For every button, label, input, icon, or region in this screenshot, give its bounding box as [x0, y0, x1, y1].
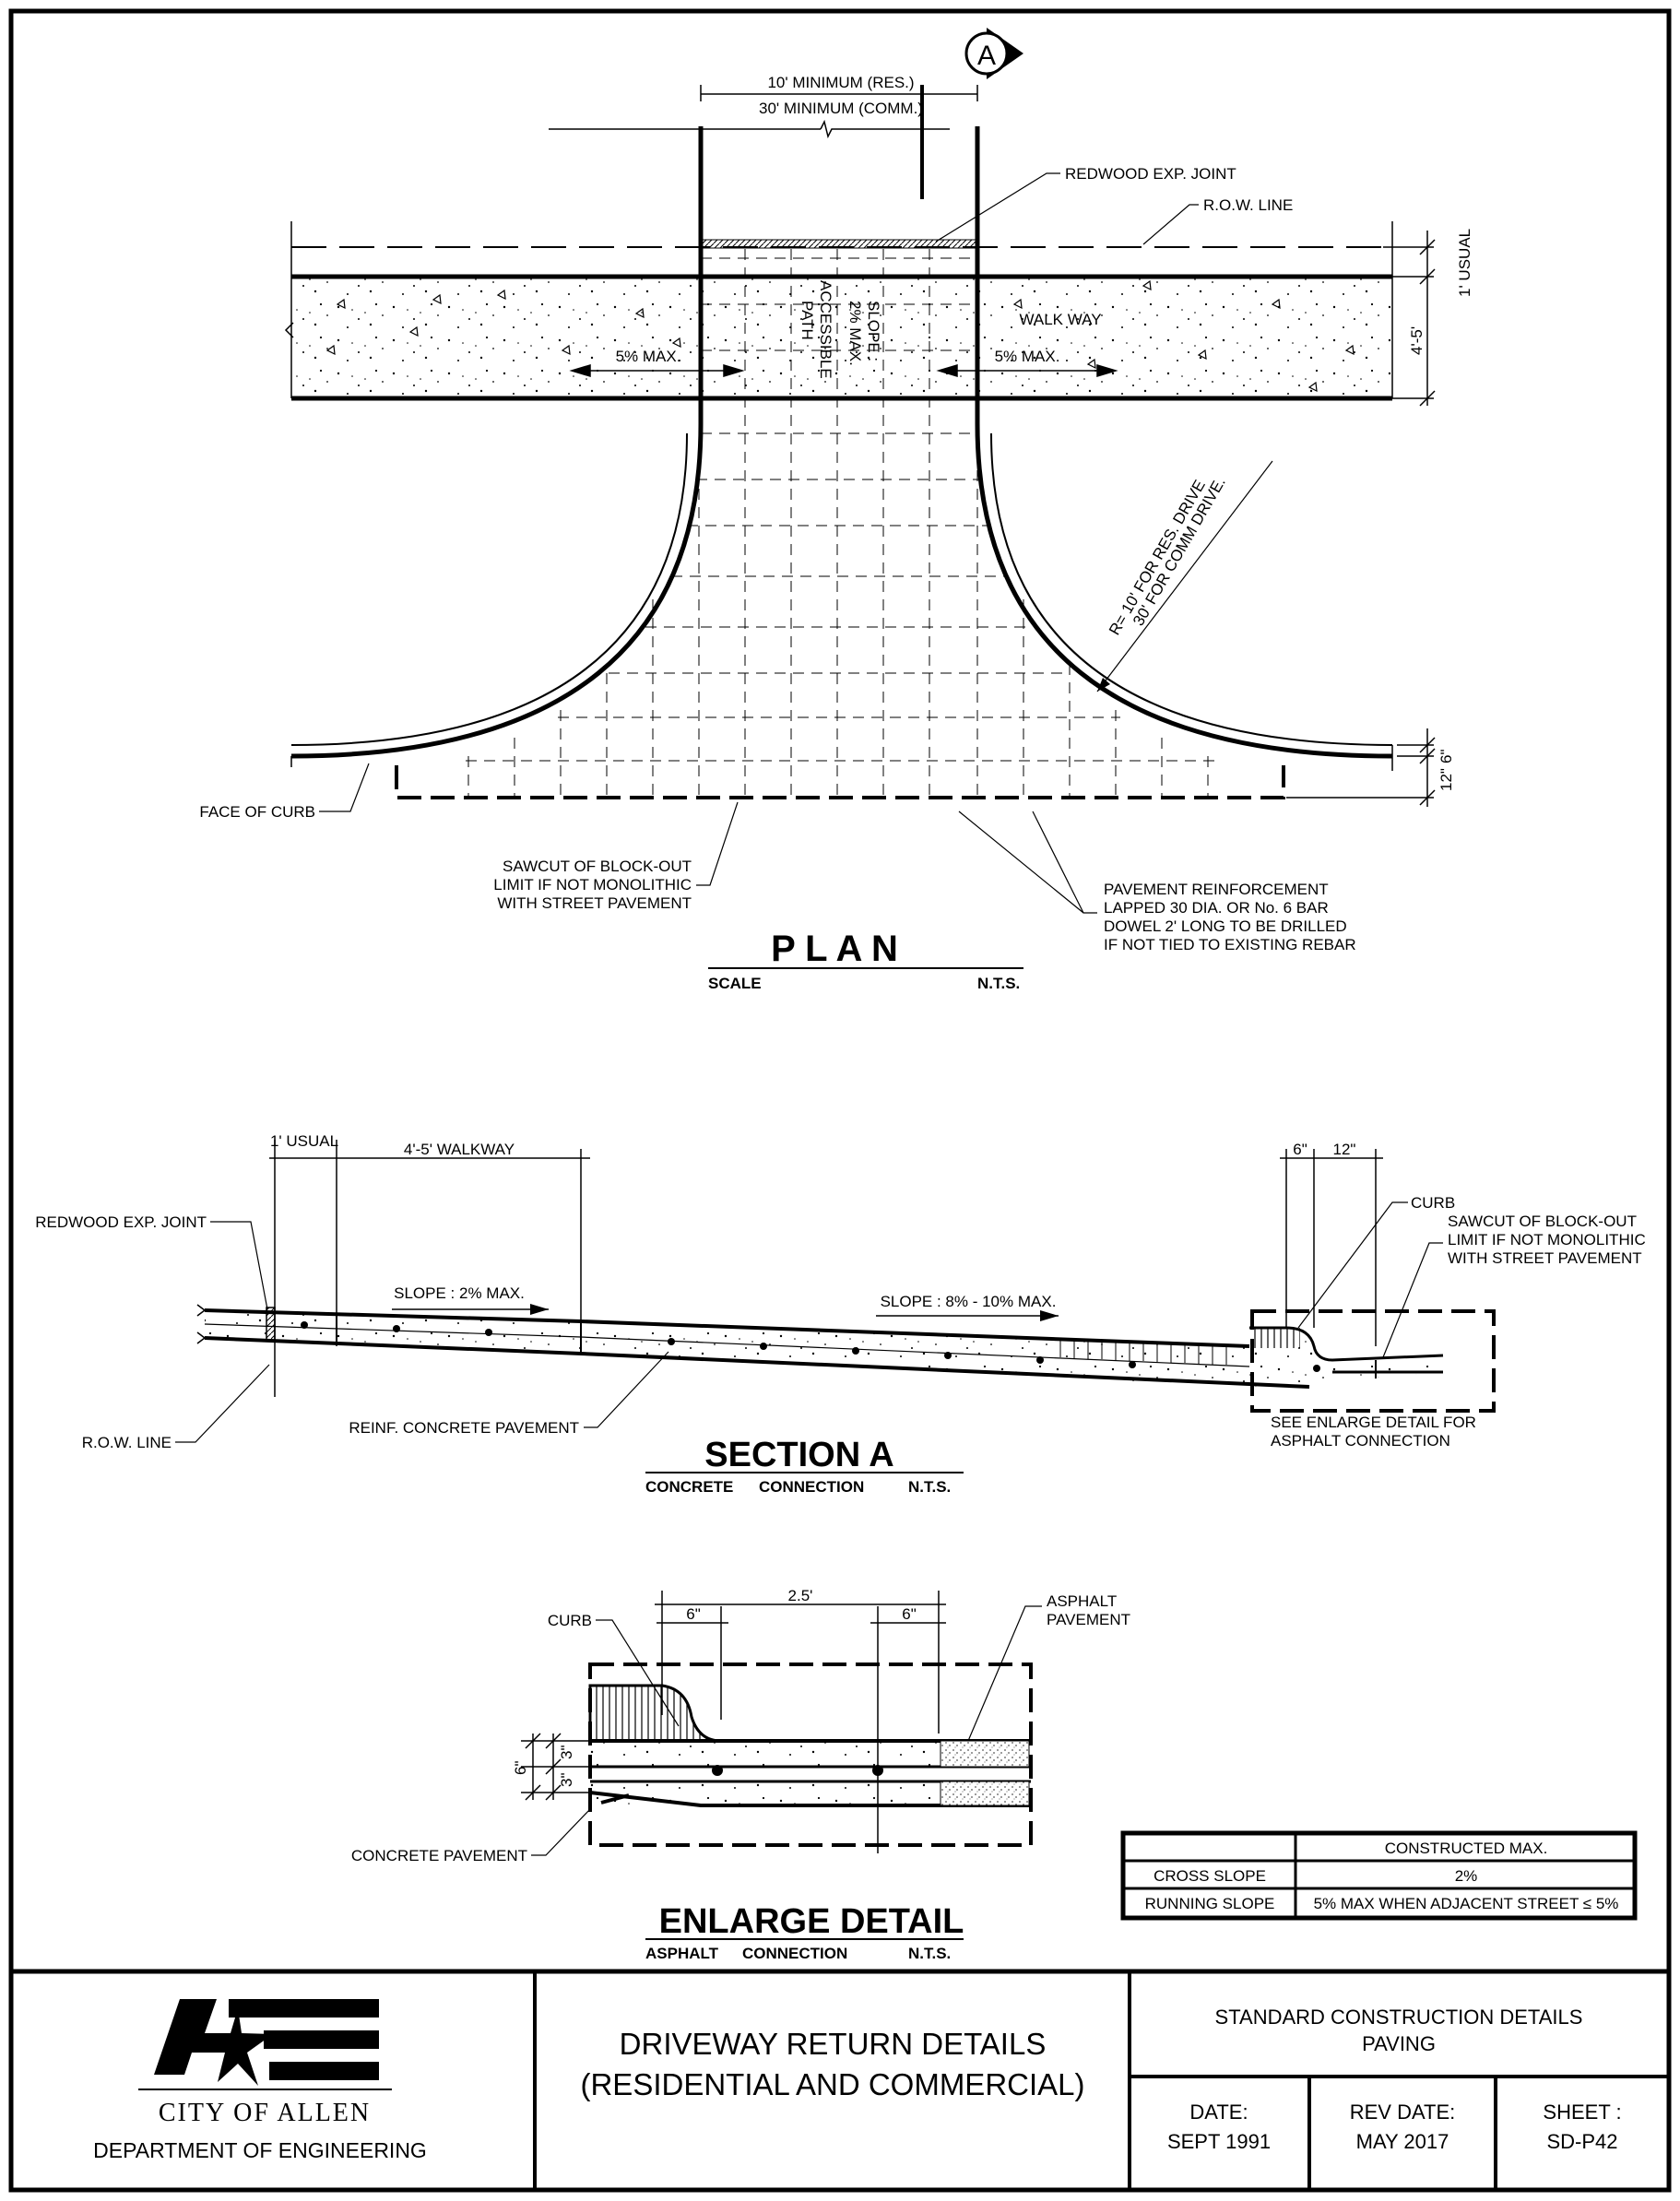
table-row-label: RUNNING SLOPE [1145, 1895, 1275, 1912]
curb-return-right [975, 398, 1393, 759]
sec-see-enlarge-label-2: ASPHALT CONNECTION [1271, 1432, 1450, 1450]
usual-1ft-label: 1' USUAL [1456, 229, 1473, 297]
sec-dim-12in: 12" [1333, 1141, 1356, 1158]
sec-slope-drive-label: SLOPE : 8% - 10% MAX. [881, 1293, 1057, 1310]
radius-comm-label: 30' FOR COMM DRIVE. [1130, 474, 1229, 629]
sheet-label: SHEET : [1543, 2100, 1621, 2124]
sec-reinf-pavement-label: REINF. CONCRETE PAVEMENT [349, 1419, 579, 1437]
radius-res-label: R= 10' FOR RES. DRIVE [1106, 477, 1209, 638]
enl-asphalt-label-2: PAVEMENT [1047, 1611, 1130, 1628]
sec-see-enlarge-label-1: SEE ENLARGE DETAIL FOR [1271, 1414, 1476, 1431]
date-value: SEPT 1991 [1167, 2130, 1271, 2153]
enl-dim-3in-bottom: 3" [558, 1773, 575, 1788]
table-row-value: 5% MAX WHEN ADJACENT STREET ≤ 5% [1314, 1895, 1619, 1912]
drawing-title-line-1: DRIVEWAY RETURN DETAILS [620, 2027, 1047, 2061]
sec-slope-walk-label: SLOPE : 2% MAX. [394, 1284, 525, 1302]
slope-table: CONSTRUCTED MAX. CROSS SLOPE 2% RUNNING … [1120, 1830, 1638, 1921]
table-header: CONSTRUCTED MAX. [1385, 1840, 1548, 1857]
table-row-label: CROSS SLOPE [1154, 1867, 1266, 1885]
face-of-curb-label: FACE OF CURB [199, 803, 315, 821]
sheet-number: SD-P42 [1546, 2130, 1617, 2153]
section-marker: A [920, 28, 1023, 199]
plan-scale-label: SCALE [708, 975, 762, 992]
sec-walkway-label: 4'-5' WALKWAY [404, 1141, 515, 1158]
slope-center-label: SLOPE : [865, 301, 882, 361]
enl-dim-2-5: 2.5' [788, 1587, 813, 1604]
sidewalk [293, 277, 1390, 396]
department-name: DEPARTMENT OF ENGINEERING [93, 2138, 427, 2162]
table-row-value: 2% [1455, 1867, 1478, 1885]
dim-comm-label: 30' MINIMUM (COMM.) [759, 100, 923, 117]
title-block: CITY OF ALLEN DEPARTMENT OF ENGINEERING … [93, 1971, 1669, 2190]
sawcut-label-1: SAWCUT OF BLOCK-OUT [503, 858, 692, 875]
dim-6in-label: 6" [1437, 750, 1455, 764]
section-a-view: 1' USUAL 4'-5' WALKWAY 6" 12" [35, 1132, 1645, 1496]
enl-dim-6in-left: 6" [686, 1605, 701, 1623]
enlarge-callout-box [1250, 1309, 1496, 1413]
rev-date-label: REV DATE: [1350, 2100, 1456, 2124]
path-label: PATH [799, 301, 816, 340]
sec-usual-label: 1' USUAL [270, 1132, 338, 1150]
dim-res-label: 10' MINIMUM (RES.) [767, 74, 914, 91]
driveway-width-dimension [549, 85, 978, 139]
curb-return-left [290, 398, 704, 759]
enl-dim-6in-vert: 6" [512, 1761, 529, 1776]
sawcut-limit [395, 765, 1285, 799]
plan-scale-value: N.T.S. [977, 975, 1020, 992]
reinforcement-label-2: LAPPED 30 DIA. OR No. 6 BAR [1104, 899, 1329, 917]
walk-way-label: WALK WAY [1019, 311, 1101, 328]
category-line-1: STANDARD CONSTRUCTION DETAILS [1215, 2006, 1583, 2029]
section-a-title: SECTION A [704, 1436, 894, 1474]
city-name: CITY OF ALLEN [159, 2099, 371, 2127]
enl-concrete-pavement-label: CONCRETE PAVEMENT [351, 1847, 527, 1864]
sawcut-label-3: WITH STREET PAVEMENT [497, 894, 692, 912]
sec-sawcut-label-3: WITH STREET PAVEMENT [1448, 1249, 1642, 1267]
drawing-title-line-2: (RESIDENTIAL AND COMMERCIAL) [580, 2067, 1084, 2101]
dim-12in-label: 12" [1437, 768, 1455, 791]
walk-4-5-label: 4'-5' [1408, 326, 1426, 355]
sec-sawcut-label-1: SAWCUT OF BLOCK-OUT [1448, 1213, 1637, 1230]
sawcut-label-2: LIMIT IF NOT MONOLITHIC [493, 876, 692, 893]
redwood-joint-label: REDWOOD EXP. JOINT [1065, 165, 1236, 183]
enlarge-title: ENLARGE DETAIL [659, 1902, 964, 1941]
sec-row-line-label: R.O.W. LINE [82, 1434, 172, 1451]
slope-center-value: 2% MAX. [846, 301, 864, 366]
enlarge-subtitle-2: CONNECTION [742, 1945, 847, 1962]
enlarge-subtitle-1: ASPHALT [645, 1945, 719, 1962]
slope-left-label: 5% MAX. [616, 348, 681, 365]
outer-border [8, 8, 1672, 2193]
enlarge-detail-view: 2.5' 6" 6" 6" 3" 3" [351, 1587, 1130, 1962]
reinforcement-label-1: PAVEMENT REINFORCEMENT [1104, 881, 1329, 898]
enlarge-scale: N.T.S. [908, 1945, 951, 1962]
enl-dim-3in-top: 3" [558, 1745, 575, 1760]
row-line-label: R.O.W. LINE [1203, 196, 1293, 214]
sec-redwood-joint-label: REDWOOD EXP. JOINT [35, 1213, 207, 1231]
enl-curb-label: CURB [548, 1612, 592, 1629]
date-label: DATE: [1189, 2100, 1248, 2124]
sec-curb-label: CURB [1411, 1194, 1455, 1212]
reinforcement-grid [466, 249, 1217, 798]
sec-dim-6in: 6" [1293, 1141, 1307, 1158]
category-line-2: PAVING [1362, 2032, 1436, 2055]
plan-view: A 10' MINIMUM (RES.) 30' MINIMUM (COMM.) [199, 28, 1473, 992]
section-marker-label: A [977, 41, 996, 71]
city-logo: CITY OF ALLEN [138, 1999, 392, 2127]
sec-sawcut-label-2: LIMIT IF NOT MONOLITHIC [1448, 1231, 1646, 1248]
accessible-label: ACCESSIBLE [817, 280, 834, 379]
section-a-subtitle-1: CONCRETE [645, 1478, 733, 1496]
enl-dim-6in-right: 6" [902, 1605, 917, 1623]
slope-right-label: 5% MAX. [995, 348, 1060, 365]
enl-asphalt-label-1: ASPHALT [1047, 1592, 1117, 1610]
rev-date-value: MAY 2017 [1356, 2130, 1449, 2153]
section-a-scale: N.T.S. [908, 1478, 951, 1496]
section-a-subtitle-2: CONNECTION [759, 1478, 864, 1496]
plan-title: P L A N [771, 929, 898, 969]
redwood-joint-strip [702, 239, 976, 249]
reinforcement-label-4: IF NOT TIED TO EXISTING REBAR [1104, 936, 1356, 953]
reinforcement-label-3: DOWEL 2' LONG TO BE DRILLED [1104, 917, 1347, 935]
